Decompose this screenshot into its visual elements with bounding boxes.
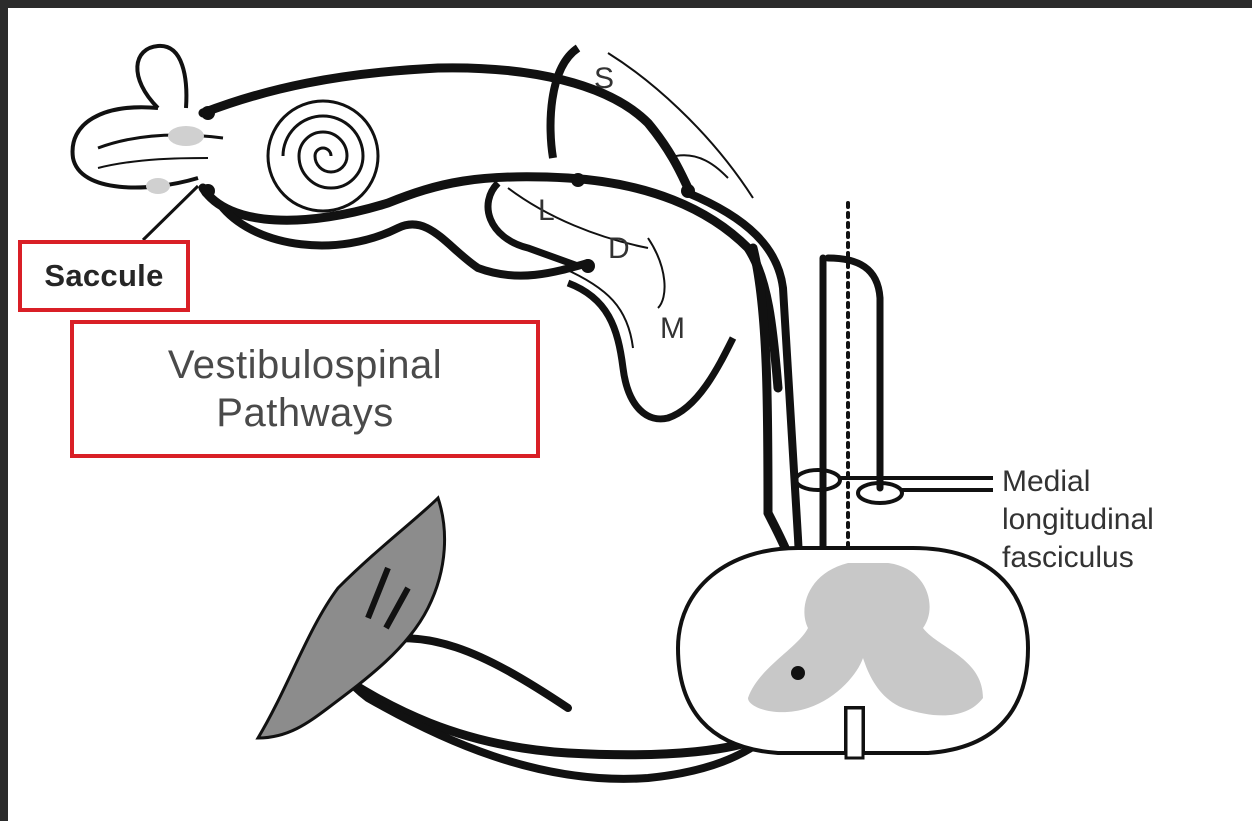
nucleus-m-label: M — [660, 312, 685, 345]
saccule-label: Saccule — [44, 258, 163, 294]
superior-nucleus-wall — [551, 48, 578, 158]
canal-inner-line — [98, 158, 208, 168]
medial-nucleus-wall — [568, 283, 733, 419]
saccule-macula — [146, 178, 170, 194]
mlf-oval-left — [796, 470, 840, 490]
title-line-1: Vestibulospinal — [168, 341, 442, 389]
limb-muscle — [258, 498, 445, 738]
mlf-label-line-1: Medial — [1002, 463, 1154, 501]
diagram-frame: S L D M — [8, 8, 1252, 821]
cochlea — [268, 101, 378, 211]
title-line-2: Pathways — [216, 389, 393, 437]
lateral-canal — [73, 107, 198, 187]
mlf-label-line-2: longitudinal — [1002, 501, 1154, 539]
nucleus-d-label: D — [608, 232, 630, 265]
mlf-label-line-3: fasciculus — [1002, 539, 1154, 577]
muscle-shape — [258, 498, 445, 738]
saccule-pointer — [143, 186, 198, 240]
d-outline — [648, 238, 665, 308]
utricle-outline — [98, 135, 223, 148]
utricle-macula — [168, 126, 204, 146]
mlf-tract-right — [828, 258, 880, 488]
diagram-title-box: Vestibulospinal Pathways — [70, 320, 540, 458]
dm-divider — [563, 268, 633, 348]
mlf-label: Medial longitudinal fasciculus — [1002, 463, 1154, 577]
spinal-cord — [678, 548, 1028, 758]
anterior-canal — [137, 46, 186, 108]
nucleus-l-label: L — [538, 194, 555, 227]
lateral-nucleus-wall — [488, 183, 578, 266]
saccule-label-box: Saccule — [18, 240, 190, 312]
anterior-median-fissure — [846, 708, 863, 758]
